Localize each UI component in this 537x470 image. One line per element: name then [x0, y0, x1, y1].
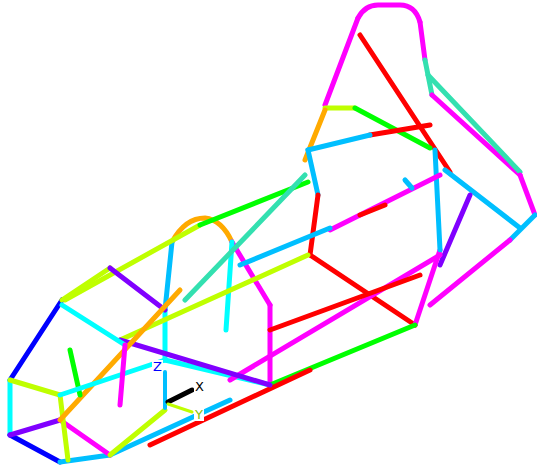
axis-label: X — [194, 380, 205, 393]
axis-label: Z — [152, 360, 163, 373]
axis-label: Y — [194, 408, 204, 421]
